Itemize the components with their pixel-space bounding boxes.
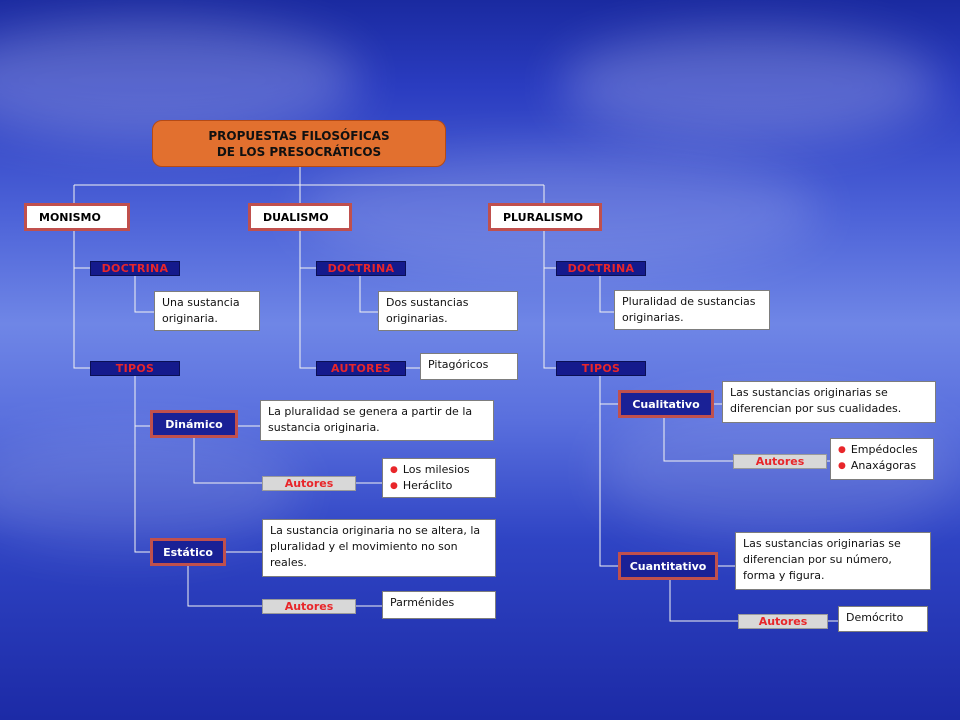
title-box: PROPUESTAS FILOSÓFICAS DE LOS PRESOCRÁTI… — [152, 120, 446, 167]
dinamico-text: La pluralidad se genera a partir de la s… — [260, 400, 494, 441]
bullet-icon: ● — [838, 445, 846, 455]
dinamico-autores-label: Autores — [262, 476, 356, 491]
cualitativo-box: Cualitativo — [618, 390, 714, 418]
cuantitativo-text: Las sustancias originarias se diferencia… — [735, 532, 931, 590]
cualitativo-label: Cualitativo — [632, 397, 700, 411]
dualismo-doctrina-text: Dos sustancias originarias. — [378, 291, 518, 331]
cuantitativo-box: Cuantitativo — [618, 552, 718, 580]
dualismo-autores-label: AUTORES — [316, 361, 406, 376]
list-item: ●Los milesios — [390, 463, 470, 476]
dinamico-label: Dinámico — [165, 417, 223, 431]
list-item: ●Empédocles — [838, 443, 918, 456]
cuantitativo-autores-label: Autores — [738, 614, 828, 629]
dualismo-doctrina-label: DOCTRINA — [316, 261, 406, 276]
bullet-icon: ● — [838, 461, 846, 471]
bullet-icon: ● — [390, 465, 398, 475]
cualitativo-autores-list: ●Empédocles ●Anaxágoras — [830, 438, 934, 480]
estatico-label: Estático — [163, 545, 213, 559]
estatico-autores-label: Autores — [262, 599, 356, 614]
title-line-1: PROPUESTAS FILOSÓFICAS — [208, 128, 390, 143]
monismo-label: MONISMO — [39, 210, 101, 224]
bullet-icon: ● — [390, 481, 398, 491]
cualitativo-text: Las sustancias originarias se diferencia… — [722, 381, 936, 423]
list-item: ●Anaxágoras — [838, 459, 917, 472]
estatico-box: Estático — [150, 538, 226, 566]
pluralismo-doctrina-label: DOCTRINA — [556, 261, 646, 276]
monismo-doctrina-label: DOCTRINA — [90, 261, 180, 276]
cuantitativo-autor: Demócrito — [838, 606, 928, 632]
monismo-box: MONISMO — [24, 203, 130, 231]
dualismo-autor: Pitagóricos — [420, 353, 518, 380]
estatico-autor: Parménides — [382, 591, 496, 619]
dualismo-box: DUALISMO — [248, 203, 352, 231]
pluralismo-box: PLURALISMO — [488, 203, 602, 231]
pluralismo-tipos-label: TIPOS — [556, 361, 646, 376]
monismo-doctrina-text: Una sustancia originaria. — [154, 291, 260, 331]
estatico-text: La sustancia originaria no se altera, la… — [262, 519, 496, 577]
dinamico-autores-list: ●Los milesios ●Heráclito — [382, 458, 496, 498]
dinamico-box: Dinámico — [150, 410, 238, 438]
title-line-2: DE LOS PRESOCRÁTICOS — [216, 144, 382, 159]
cualitativo-autores-label: Autores — [733, 454, 827, 469]
pluralismo-doctrina-text: Pluralidad de sustancias originarias. — [614, 290, 770, 330]
list-item: ●Heráclito — [390, 479, 453, 492]
dualismo-label: DUALISMO — [263, 210, 329, 224]
monismo-tipos-label: TIPOS — [90, 361, 180, 376]
cuantitativo-label: Cuantitativo — [629, 559, 707, 573]
pluralismo-label: PLURALISMO — [503, 210, 583, 224]
